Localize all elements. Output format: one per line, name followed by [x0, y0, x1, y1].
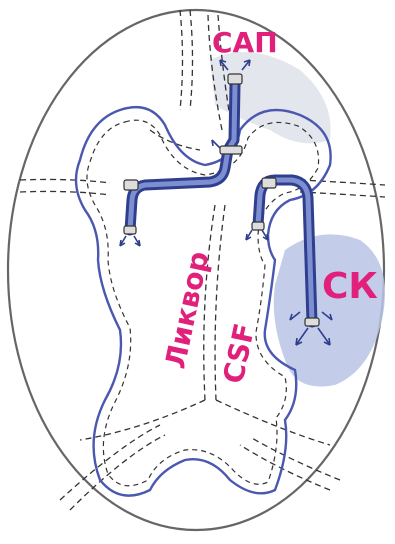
label-likvor: Ликвор — [159, 248, 216, 371]
label-csf: CSF — [217, 321, 262, 387]
lesion-sk — [274, 234, 385, 386]
label-sap: САП — [212, 26, 278, 59]
label-sk: СК — [322, 266, 378, 307]
